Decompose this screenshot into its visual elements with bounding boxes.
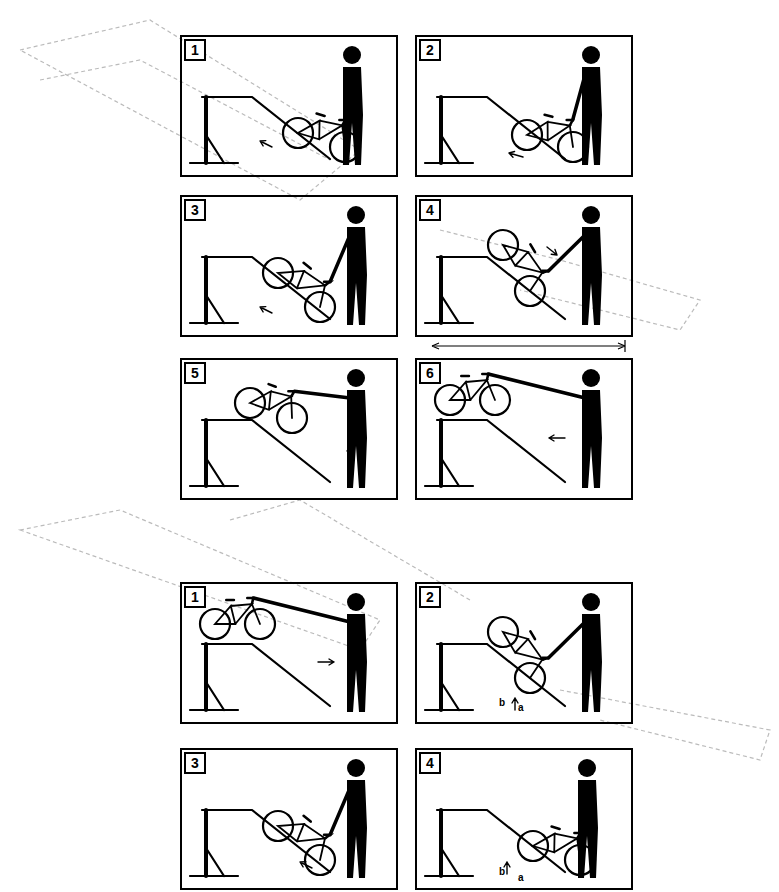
step-number: 1 xyxy=(184,586,206,608)
direction-letter: a xyxy=(518,702,524,713)
step-number: 4 xyxy=(419,752,441,774)
instruction-panel: 2 xyxy=(415,582,633,724)
direction-letter: b xyxy=(499,697,505,708)
step-number: 2 xyxy=(419,586,441,608)
step-number: 5 xyxy=(184,362,206,384)
bike-rack-scene xyxy=(425,759,598,878)
bike-rack-scene xyxy=(190,46,363,165)
bike-rack-scene xyxy=(425,593,602,712)
bike-rack-scene xyxy=(190,759,367,878)
bike-rack-scene xyxy=(425,369,602,488)
instruction-panel: 1 xyxy=(180,582,398,724)
instruction-panel: 5 xyxy=(180,358,398,500)
instruction-panel: 2 xyxy=(415,35,633,177)
bike-rack-scene xyxy=(190,593,367,712)
bike-rack-scene xyxy=(190,206,367,325)
instruction-panel: 3 xyxy=(180,748,398,890)
instruction-panel: 3 xyxy=(180,195,398,337)
step-number: 3 xyxy=(184,199,206,221)
instruction-panel: 6 xyxy=(415,358,633,500)
step-number: 6 xyxy=(419,362,441,384)
instruction-panel: 4 xyxy=(415,748,633,890)
direction-letter: a xyxy=(518,872,524,883)
step-number: 1 xyxy=(184,39,206,61)
instruction-panel: 1 xyxy=(180,35,398,177)
step-number: 2 xyxy=(419,39,441,61)
bike-rack-scene xyxy=(425,46,602,165)
step-number: 3 xyxy=(184,752,206,774)
bike-rack-scene xyxy=(425,206,602,325)
bike-rack-scene xyxy=(190,369,367,488)
direction-letter: b xyxy=(499,866,505,877)
step-number: 4 xyxy=(419,199,441,221)
instruction-panel: 4 xyxy=(415,195,633,337)
